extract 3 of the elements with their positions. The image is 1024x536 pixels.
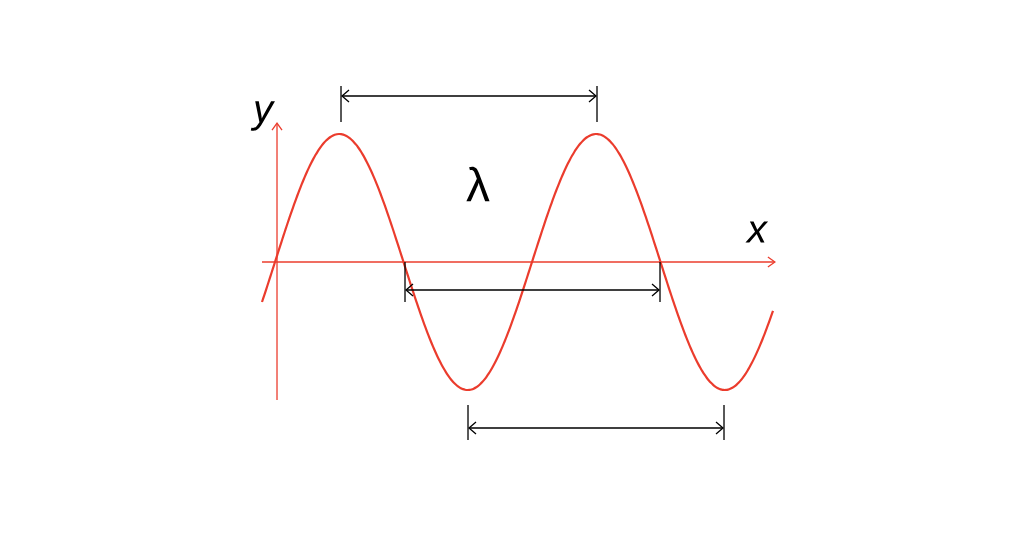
axis-label: x [745,221,769,243]
axis-label: y [250,101,275,131]
wavelength-symbol: λ [466,166,490,202]
